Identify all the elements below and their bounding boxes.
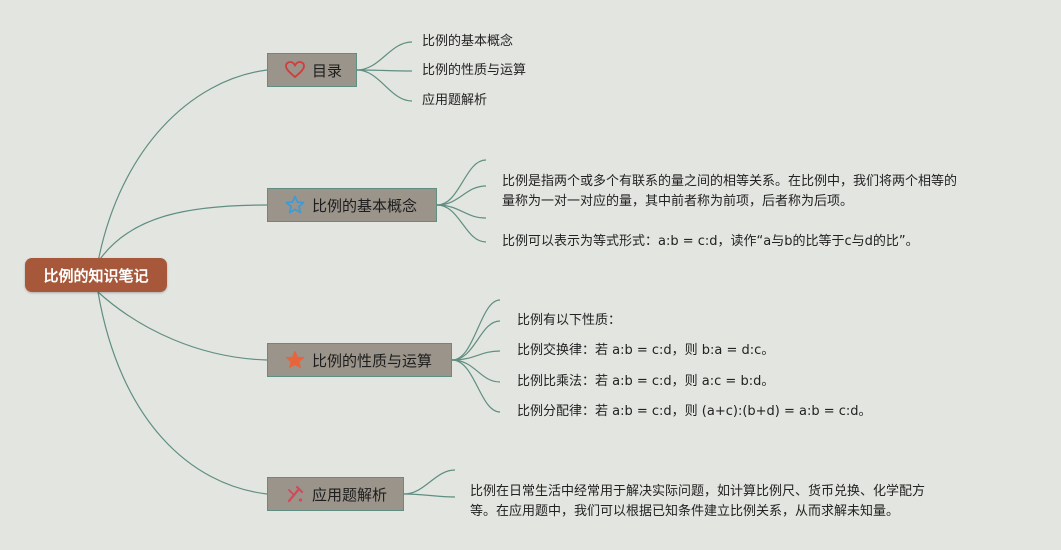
connector-props-leaf-3	[451, 359, 501, 383]
toc-item-concept[interactable]: 比例的基本概念	[422, 34, 514, 49]
tools-icon	[284, 483, 306, 505]
star-outline-icon	[284, 194, 306, 216]
connector-concept-leaf-2	[436, 185, 487, 206]
connector-root-apps	[97, 291, 268, 495]
connector-props-leaf-1	[451, 320, 501, 361]
property-distributive: 比例分配律：若 a:b = c:d，则 (a+c):(b+d) = a:b = …	[517, 404, 872, 419]
concept-equation: 比例可以表示为等式形式：a:b = c:d，读作“a与b的比等于c与d的比”。	[502, 234, 919, 249]
root-label: 比例的知识笔记	[43, 266, 149, 285]
connector-toc-leaf-1	[356, 41, 413, 71]
connector-apps-leaf-1	[403, 469, 456, 495]
branch-properties[interactable]: 比例的性质与运算	[267, 343, 452, 377]
branch-properties-label: 比例的性质与运算	[312, 351, 433, 370]
branch-concept-label: 比例的基本概念	[312, 196, 418, 215]
applications-text-line-2: 等。在应用题中，我们可以根据已知条件建立比例关系，从而求解未知量。	[470, 504, 900, 519]
star-filled-icon	[284, 349, 306, 371]
toc-item-applications[interactable]: 应用题解析	[422, 93, 488, 108]
connector-apps-leaf-2	[403, 493, 456, 498]
branch-applications[interactable]: 应用题解析	[267, 477, 404, 511]
heart-icon	[284, 59, 306, 81]
branch-toc[interactable]: 目录	[267, 53, 357, 87]
branch-concept[interactable]: 比例的基本概念	[267, 188, 437, 222]
connector-props-leaf-4	[451, 359, 501, 413]
connector-root-props	[97, 291, 268, 361]
connector-concept-leaf-4	[436, 204, 487, 243]
applications-text-line-1: 比例在日常生活中经常用于解决实际问题，如计算比例尺、货币兑换、化学配方	[470, 484, 926, 499]
property-multiplication: 比例比乘法：若 a:b = c:d，则 a:c = b:d。	[517, 374, 775, 389]
properties-intro: 比例有以下性质：	[517, 313, 622, 328]
concept-definition-line-2: 量称为一对一对应的量，其中前者称为前项，后者称为后项。	[502, 194, 854, 209]
connector-toc-leaf-3	[356, 69, 413, 102]
concept-definition-line-1: 比例是指两个或多个有联系的量之间的相等关系。在比例中，我们将两个相等的	[502, 174, 958, 189]
connector-props-leaf-0	[451, 299, 501, 361]
connector-props-leaf-2	[451, 350, 501, 361]
connector-root-concept	[97, 204, 268, 263]
root-node[interactable]: 比例的知识笔记	[25, 258, 167, 292]
connector-concept-leaf-1	[436, 159, 487, 206]
connector-root-toc	[97, 69, 268, 263]
property-commutative: 比例交换律：若 a:b = c:d，则 b:a = d:c。	[517, 343, 775, 358]
branch-applications-label: 应用题解析	[312, 485, 388, 504]
toc-item-properties[interactable]: 比例的性质与运算	[422, 63, 527, 78]
branch-toc-label: 目录	[312, 61, 343, 80]
